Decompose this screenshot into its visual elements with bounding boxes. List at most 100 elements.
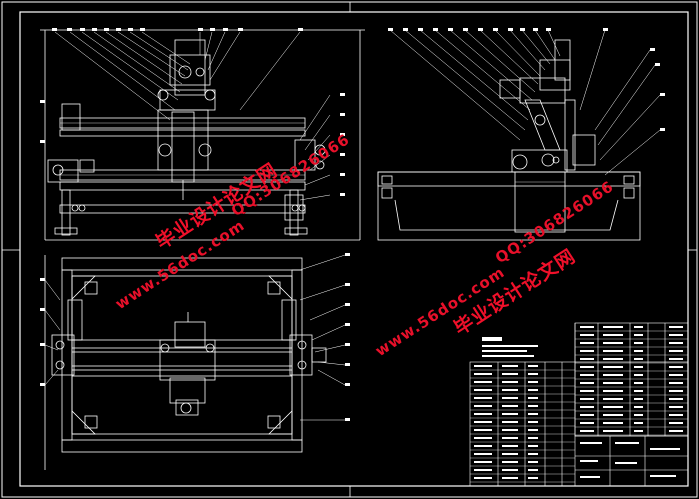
table-cell-text-mark — [580, 350, 594, 352]
table-cell-text-mark — [603, 374, 623, 376]
table-cell-text-mark — [580, 382, 594, 384]
table-cell-text-mark — [669, 430, 683, 432]
table-cell-text-mark — [502, 397, 518, 399]
table-cell-text-mark — [580, 406, 594, 408]
table-cell-text-mark — [580, 422, 594, 424]
table-cell-text-mark — [528, 477, 538, 479]
table-cell-text-mark — [580, 398, 594, 400]
table-cell-text-mark — [528, 453, 538, 455]
table-cell-text-mark — [580, 334, 594, 336]
table-cell-text-mark — [474, 381, 492, 383]
table-cell-text-mark — [603, 414, 623, 416]
table-cell-text-mark — [474, 445, 492, 447]
table-cell-text-mark — [474, 429, 492, 431]
table-cell-text-mark — [474, 397, 492, 399]
table-cell-text-mark — [580, 326, 594, 328]
table-cell-text-mark — [580, 442, 602, 444]
table-cell-text-mark — [580, 414, 594, 416]
parts-list-rows — [470, 330, 688, 483]
table-cell-text-mark — [669, 390, 683, 392]
table-cell-text-mark — [669, 366, 683, 368]
table-cell-text-mark — [669, 406, 683, 408]
front-view-top-left — [40, 28, 365, 241]
table-cell-text-mark — [474, 477, 492, 479]
table-cell-text-mark — [528, 421, 538, 423]
table-cell-text-mark — [502, 477, 518, 479]
table-cell-text-mark — [580, 460, 598, 462]
table-cell-text-mark — [603, 350, 623, 352]
table-cell-text-mark — [502, 461, 518, 463]
table-cell-text-mark — [669, 326, 683, 328]
table-cell-text-mark — [502, 389, 518, 391]
table-cell-text-mark — [502, 469, 518, 471]
table-cell-text-mark — [474, 389, 492, 391]
table-cell-text-mark — [474, 437, 492, 439]
table-cell-text-mark — [615, 442, 639, 444]
table-cell-text-mark — [603, 358, 623, 360]
table-cell-text-mark — [669, 350, 683, 352]
table-cell-text-mark — [603, 382, 623, 384]
table-cell-text-mark — [528, 429, 538, 431]
table-cell-text-mark — [502, 381, 518, 383]
table-cell-text-mark — [580, 366, 594, 368]
table-cell-text-mark — [474, 413, 492, 415]
table-cell-text-mark — [603, 366, 623, 368]
table-cell-text-mark — [502, 373, 518, 375]
table-cell-text-mark — [634, 398, 643, 400]
table-cell-text-mark — [669, 374, 683, 376]
table-cell-text-mark — [528, 373, 538, 375]
table-cell-text-mark — [580, 358, 594, 360]
table-cell-text-mark — [669, 334, 683, 336]
table-cell-text-mark — [474, 461, 492, 463]
table-cell-text-mark — [528, 445, 538, 447]
plan-view-bottom-left — [40, 253, 350, 470]
table-cell-text-mark — [634, 342, 643, 344]
table-cell-text-mark — [634, 334, 643, 336]
table-cell-text-mark — [580, 430, 594, 432]
table-cell-text-mark — [528, 437, 538, 439]
table-cell-text-mark — [474, 373, 492, 375]
table-cell-text-mark — [634, 430, 643, 432]
table-cell-text-mark — [634, 374, 643, 376]
table-cell-text-mark — [502, 453, 518, 455]
table-cell-text-mark — [650, 448, 680, 450]
table-cell-text-mark — [669, 414, 683, 416]
table-cell-text-mark — [502, 445, 518, 447]
table-cell-text-mark — [580, 476, 600, 478]
table-cell-text-mark — [580, 342, 594, 344]
table-cell-text-mark — [669, 342, 683, 344]
table-cell-text-mark — [603, 334, 623, 336]
table-cell-text-mark — [634, 358, 643, 360]
table-cell-text-mark — [603, 430, 623, 432]
table-cell-text-mark — [474, 405, 492, 407]
table-cell-text-mark — [669, 422, 683, 424]
table-cell-text-mark — [603, 422, 623, 424]
table-cell-text-mark — [669, 398, 683, 400]
table-cell-text-mark — [502, 413, 518, 415]
table-cell-text-mark — [528, 389, 538, 391]
table-cell-text-mark — [580, 390, 594, 392]
table-cell-text-mark — [634, 350, 643, 352]
technical-requirements-block — [482, 337, 538, 357]
parts-list-table — [469, 322, 689, 487]
table-cell-text-mark — [669, 358, 683, 360]
table-cell-text-mark — [634, 366, 643, 368]
table-cell-text-mark — [502, 421, 518, 423]
table-cell-text-mark — [615, 462, 637, 464]
table-cell-text-mark — [603, 390, 623, 392]
table-cell-text-mark — [528, 461, 538, 463]
table-cell-text-mark — [474, 421, 492, 423]
table-cell-text-mark — [634, 406, 643, 408]
table-cell-text-mark — [474, 453, 492, 455]
table-cell-text-mark — [580, 374, 594, 376]
table-cell-text-mark — [474, 365, 492, 367]
table-cell-text-mark — [528, 365, 538, 367]
table-cell-text-mark — [502, 429, 518, 431]
table-cell-text-mark — [634, 382, 643, 384]
table-cell-text-mark — [634, 390, 643, 392]
table-cell-text-mark — [502, 365, 518, 367]
table-cell-text-mark — [502, 437, 518, 439]
table-cell-text-mark — [603, 326, 623, 328]
